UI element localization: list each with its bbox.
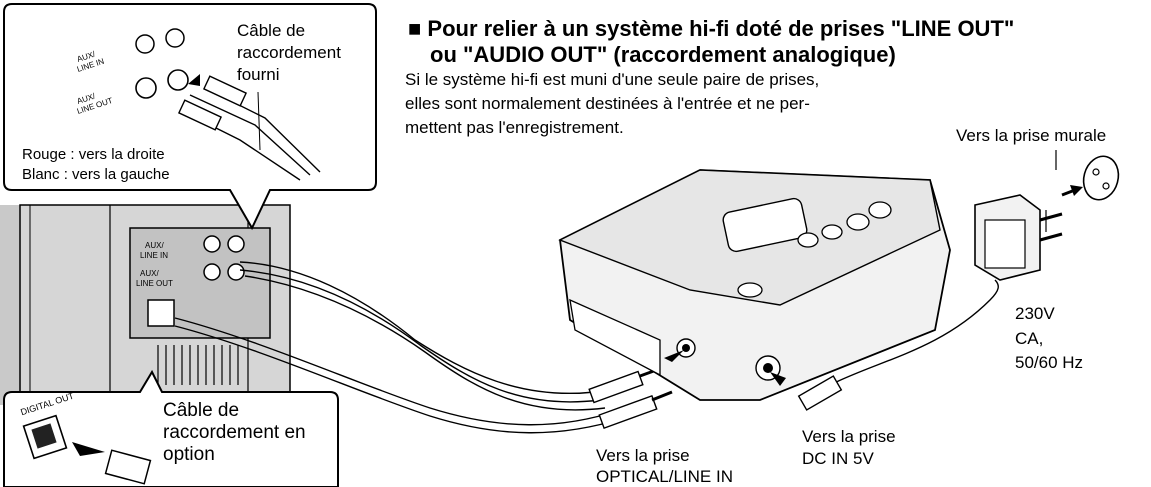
top-cable-label-line2: raccordement xyxy=(237,43,341,62)
optical-in-label-line2: OPTICAL/LINE IN xyxy=(596,467,733,486)
power-spec-line1: 230V xyxy=(1015,304,1055,323)
minidisc-recorder-icon xyxy=(558,169,951,401)
hifi-system-icon: AUX/ LINE IN AUX/ LINE OUT xyxy=(0,204,291,406)
power-spec-line2: CA, xyxy=(1015,329,1044,348)
bullet-icon: ■ xyxy=(408,16,422,41)
arrow-icon xyxy=(664,350,786,386)
power-spec-line3: 50/60 Hz xyxy=(1015,353,1084,372)
svg-text:AUX/: AUX/ xyxy=(145,241,164,250)
analog-cable xyxy=(239,261,606,411)
wall-outlet-label: Vers la prise murale xyxy=(956,126,1107,145)
top-cable-label-line3: fourni xyxy=(237,65,280,84)
dc-cable xyxy=(829,279,999,386)
section-title-line2: ou "AUDIO OUT" (raccordement analogique) xyxy=(430,42,896,67)
description-line1: Si le système hi-fi est muni d'une seule… xyxy=(405,70,820,89)
section-title-line1: Pour relier à un système hi-fi doté de p… xyxy=(427,16,1015,41)
color-note-red: Rouge : vers la droite xyxy=(22,146,165,163)
svg-text:AUX/: AUX/ xyxy=(140,269,159,278)
dc-in-label-line2: DC IN 5V xyxy=(802,449,874,468)
description-line2: elles sont normalement destinées à l'ent… xyxy=(405,94,810,113)
optical-in-label-line1: Vers la prise xyxy=(596,446,690,465)
svg-text:LINE IN: LINE IN xyxy=(140,251,168,260)
bottom-callout-box xyxy=(3,369,339,487)
top-cable-label-line1: Câble de xyxy=(237,21,306,40)
bottom-cable-label-line1: Câble de xyxy=(163,400,240,421)
arrow-icon xyxy=(1061,185,1083,197)
dc-in-label-line1: Vers la prise xyxy=(802,427,896,446)
ac-adapter-icon xyxy=(974,194,1063,281)
bottom-cable-label-line3: option xyxy=(163,444,215,465)
optical-cable xyxy=(174,317,625,434)
dc-plug-icon xyxy=(797,375,843,411)
top-callout-box: AUX/ LINE IN AUX/ LINE OUT xyxy=(3,3,377,231)
section-title: ■ Pour relier à un système hi-fi doté de… xyxy=(408,16,1014,42)
color-note-white: Blanc : vers la gauche xyxy=(22,166,170,183)
wall-outlet-icon xyxy=(1045,150,1120,232)
optical-plug-icon xyxy=(598,390,673,430)
bottom-cable-label-line2: raccordement en xyxy=(163,422,306,443)
svg-text:LINE OUT: LINE OUT xyxy=(136,279,173,288)
description-line3: mettent pas l'enregistrement. xyxy=(405,118,624,137)
